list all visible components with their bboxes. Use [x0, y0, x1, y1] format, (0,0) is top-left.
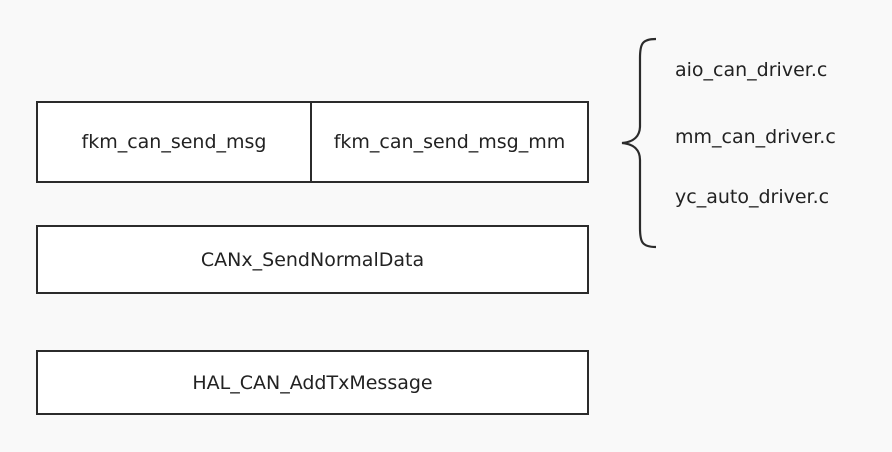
- file-aio-can-driver: aio_can_driver.c: [675, 59, 828, 81]
- fkm-can-send-msg-cell: fkm_can_send_msg: [38, 103, 312, 181]
- file-yc-auto-driver: yc_auto_driver.c: [675, 186, 830, 208]
- middle-layer-box: CANx_SendNormalData: [36, 225, 589, 294]
- fkm-can-send-msg-mm-label: fkm_can_send_msg_mm: [333, 131, 566, 153]
- file-mm-can-driver: mm_can_driver.c: [675, 126, 836, 148]
- bottom-layer-box: HAL_CAN_AddTxMessage: [36, 350, 589, 415]
- fkm-can-send-msg-label: fkm_can_send_msg: [81, 131, 267, 153]
- top-layer-box: fkm_can_send_msg fkm_can_send_msg_mm: [36, 101, 589, 183]
- hal-can-add-tx-message-label: HAL_CAN_AddTxMessage: [192, 371, 433, 394]
- fkm-can-send-msg-mm-cell: fkm_can_send_msg_mm: [312, 103, 587, 181]
- curly-brace-icon: [621, 37, 657, 249]
- canx-send-normal-data-label: CANx_SendNormalData: [200, 248, 425, 271]
